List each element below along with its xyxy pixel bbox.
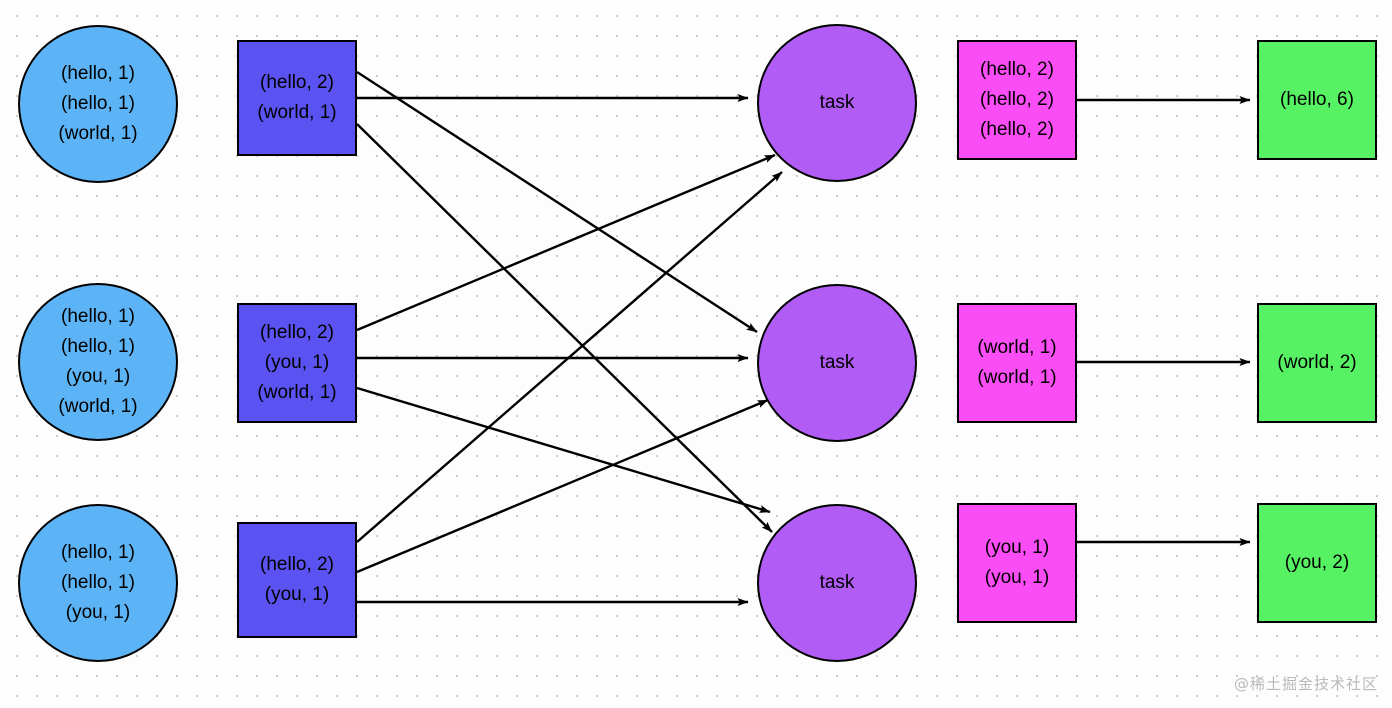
input-split-1[interactable]: (hello, 1) (hello, 1) (world, 1)	[18, 25, 178, 183]
input-split-3[interactable]: (hello, 1) (hello, 1) (you, 1)	[18, 504, 178, 662]
shuffled-group-hello-line-3: (hello, 2)	[980, 119, 1054, 140]
input-split-3-line-3: (you, 1)	[65, 602, 131, 623]
shuffled-group-you[interactable]: (you, 1) (you, 1)	[957, 503, 1077, 623]
map-output-2-line-1: (hello, 2)	[260, 322, 334, 343]
map-output-3-line-2: (you, 1)	[264, 584, 330, 605]
final-result-hello-line-1: (hello, 6)	[1280, 89, 1354, 110]
input-split-2[interactable]: (hello, 1) (hello, 1) (you, 1) (world, 1…	[18, 283, 178, 441]
input-split-2-line-2: (hello, 1)	[61, 336, 135, 357]
reduce-task-1[interactable]: task	[757, 24, 917, 182]
edge-map2-task3	[356, 386, 771, 514]
map-output-1-line-2: (world, 1)	[257, 102, 337, 123]
map-output-2-line-2: (you, 1)	[264, 352, 330, 373]
shuffled-group-hello-line-2: (hello, 2)	[980, 89, 1054, 110]
final-result-you-line-1: (you, 2)	[1284, 552, 1350, 573]
shuffled-group-you-line-1: (you, 1)	[984, 537, 1050, 558]
map-output-2-line-3: (world, 1)	[257, 382, 337, 403]
input-split-2-line-1: (hello, 1)	[61, 306, 135, 327]
shuffled-group-world[interactable]: (world, 1) (world, 1)	[957, 303, 1077, 423]
input-split-3-line-2: (hello, 1)	[61, 572, 135, 593]
edge-map3-task1	[356, 171, 783, 543]
map-output-3[interactable]: (hello, 2) (you, 1)	[237, 522, 357, 638]
final-result-you[interactable]: (you, 2)	[1257, 503, 1377, 623]
map-output-2[interactable]: (hello, 2) (you, 1) (world, 1)	[237, 303, 357, 423]
final-result-world-line-1: (world, 2)	[1277, 352, 1357, 373]
map-output-1[interactable]: (hello, 2) (world, 1)	[237, 40, 357, 156]
input-split-1-line-3: (world, 1)	[58, 123, 138, 144]
watermark: @稀土掘金技术社区	[1233, 675, 1378, 693]
edge-map1-task2	[356, 70, 758, 334]
edge-map2-task1	[356, 153, 776, 332]
shuffled-group-hello[interactable]: (hello, 2) (hello, 2) (hello, 2)	[957, 40, 1077, 160]
reduce-task-3[interactable]: task	[757, 504, 917, 662]
input-split-1-line-2: (hello, 1)	[61, 93, 135, 114]
edge-map1-task3	[356, 123, 773, 533]
shuffled-group-world-line-1: (world, 1)	[977, 337, 1057, 358]
reduce-task-1-label: task	[819, 92, 855, 113]
reduce-task-2[interactable]: task	[757, 284, 917, 442]
shuffled-group-hello-line-1: (hello, 2)	[980, 59, 1054, 80]
reduce-task-2-label: task	[819, 352, 855, 373]
edge-map3-task2	[356, 398, 769, 574]
input-split-3-line-1: (hello, 1)	[61, 542, 135, 563]
input-split-2-line-4: (world, 1)	[58, 396, 138, 417]
shuffled-group-world-line-2: (world, 1)	[977, 367, 1057, 388]
final-result-world[interactable]: (world, 2)	[1257, 303, 1377, 423]
input-split-2-line-3: (you, 1)	[65, 366, 131, 387]
map-output-3-line-1: (hello, 2)	[260, 554, 334, 575]
final-result-hello[interactable]: (hello, 6)	[1257, 40, 1377, 160]
reduce-task-3-label: task	[819, 572, 855, 593]
shuffled-group-you-line-2: (you, 1)	[984, 567, 1050, 588]
map-output-1-line-1: (hello, 2)	[260, 72, 334, 93]
input-split-1-line-1: (hello, 1)	[61, 63, 135, 84]
